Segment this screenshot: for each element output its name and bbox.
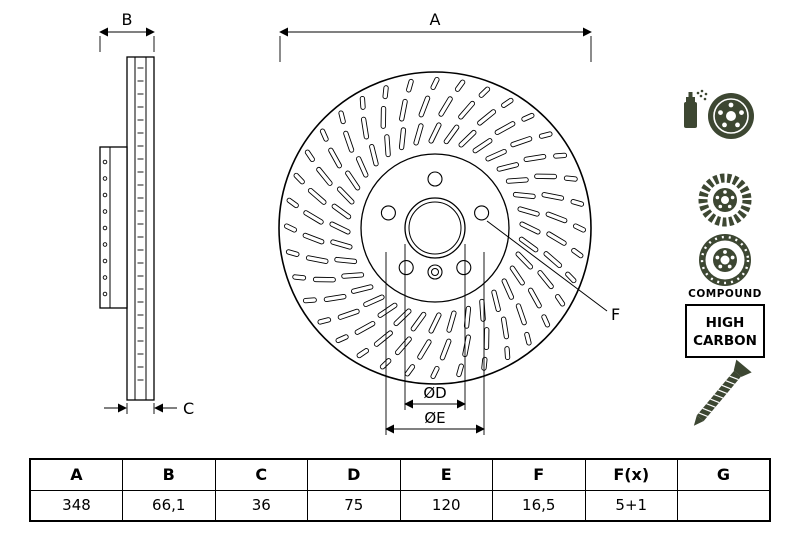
dim-b-label: B [122, 10, 133, 29]
header-col-d: D [307, 458, 401, 491]
disc-outer-edge [278, 71, 592, 385]
high-carbon-badge: HIGH CARBON [685, 304, 765, 358]
dia-e-label: ØE [424, 409, 445, 427]
value-f: 16,5 [492, 489, 586, 522]
header-col-e: E [399, 458, 493, 491]
dim-a-label: A [430, 10, 441, 29]
bolt-hole [398, 260, 414, 276]
friction-ring-section [126, 56, 155, 401]
set-screw-hole [427, 264, 443, 280]
value-a: 348 [29, 489, 123, 522]
vent-ribs-and-mount-holes [102, 67, 144, 381]
vented-disc-icon [698, 173, 752, 227]
bolt-hole [456, 260, 472, 276]
technical-drawing: A B C ØD ØE F [99, 10, 765, 435]
value-fx: 5+1 [584, 489, 678, 522]
value-g [677, 489, 771, 522]
dim-f-label: F [611, 305, 620, 324]
value-c: 36 [214, 489, 308, 522]
compound-label: COMPOUND [688, 288, 762, 300]
value-b: 66,1 [122, 489, 216, 522]
high-carbon-line2: CARBON [693, 333, 757, 349]
dimensions: A B C ØD ØE F [99, 10, 620, 435]
value-d: 75 [307, 489, 401, 522]
header-col-g: G [677, 458, 771, 491]
table-value-row: 348 66,1 36 75 120 16,5 5+1 [29, 489, 771, 522]
dia-d-label: ØD [423, 384, 446, 402]
value-e: 120 [399, 489, 493, 522]
table-header-row: A B C D E F F(x) G [29, 458, 771, 491]
high-carbon-line1: HIGH [706, 315, 745, 331]
dimension-table: A B C D E F F(x) G 348 66,1 36 75 120 16… [29, 458, 771, 522]
center-bore-inner [408, 201, 462, 255]
countersunk-screw-icon [693, 359, 752, 426]
compound-disc-icon [699, 234, 751, 286]
header-col-f: F [492, 458, 586, 491]
feature-icons: COMPOUND HIGH CARBON [684, 89, 765, 426]
bolt-hole [427, 171, 443, 187]
bolt-hole [380, 205, 396, 221]
dim-c-label: C [183, 399, 194, 418]
header-col-b: B [122, 458, 216, 491]
center-bore-outer [404, 197, 466, 259]
header-col-c: C [214, 458, 308, 491]
coated-disc-icon [708, 93, 754, 139]
side-view [99, 56, 155, 401]
front-view [278, 71, 592, 385]
coating-spray-icon [684, 89, 754, 139]
bolt-hole [474, 205, 490, 221]
header-col-a: A [29, 458, 123, 491]
header-col-fx: F(x) [584, 458, 678, 491]
